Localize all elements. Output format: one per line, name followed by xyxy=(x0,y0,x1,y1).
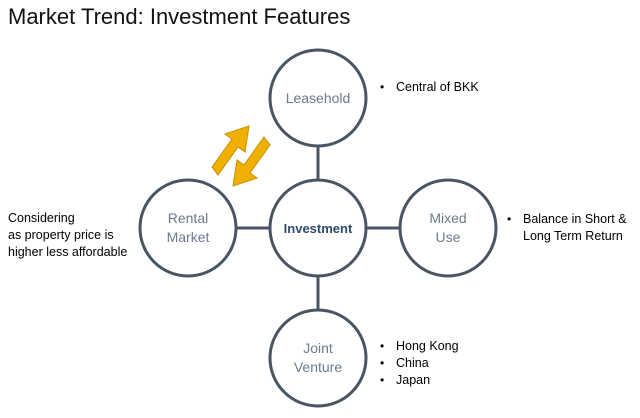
leasehold-note-list: Central of BKK xyxy=(378,79,479,96)
joint-venture-note: Hong Kong China Japan xyxy=(378,338,459,389)
rental-market-note: Considering as property price is higher … xyxy=(8,211,128,259)
node-joint-venture-circle xyxy=(268,308,368,408)
mixed-use-note: Balance in Short & Long Term Return xyxy=(505,211,627,245)
node-rental-market-circle xyxy=(138,178,238,278)
node-investment-circle xyxy=(268,178,368,278)
page-title: Market Trend: Investment Features xyxy=(8,4,351,29)
list-item: Central of BKK xyxy=(378,79,479,96)
list-item: Hong Kong xyxy=(378,338,459,355)
node-mixed-use-circle xyxy=(398,178,498,278)
mixed-use-note-list: Balance in Short & xyxy=(505,211,627,228)
list-item: Balance in Short & xyxy=(505,211,627,228)
node-leasehold-circle xyxy=(268,48,368,148)
arrow-up-right xyxy=(211,125,250,176)
leasehold-note: Central of BKK xyxy=(378,79,479,96)
bidirectional-arrows-icon xyxy=(211,125,271,187)
list-item: China xyxy=(378,355,459,372)
joint-venture-note-list: Hong Kong China Japan xyxy=(378,338,459,389)
arrow-down-left xyxy=(232,136,271,187)
list-item: Japan xyxy=(378,372,459,389)
